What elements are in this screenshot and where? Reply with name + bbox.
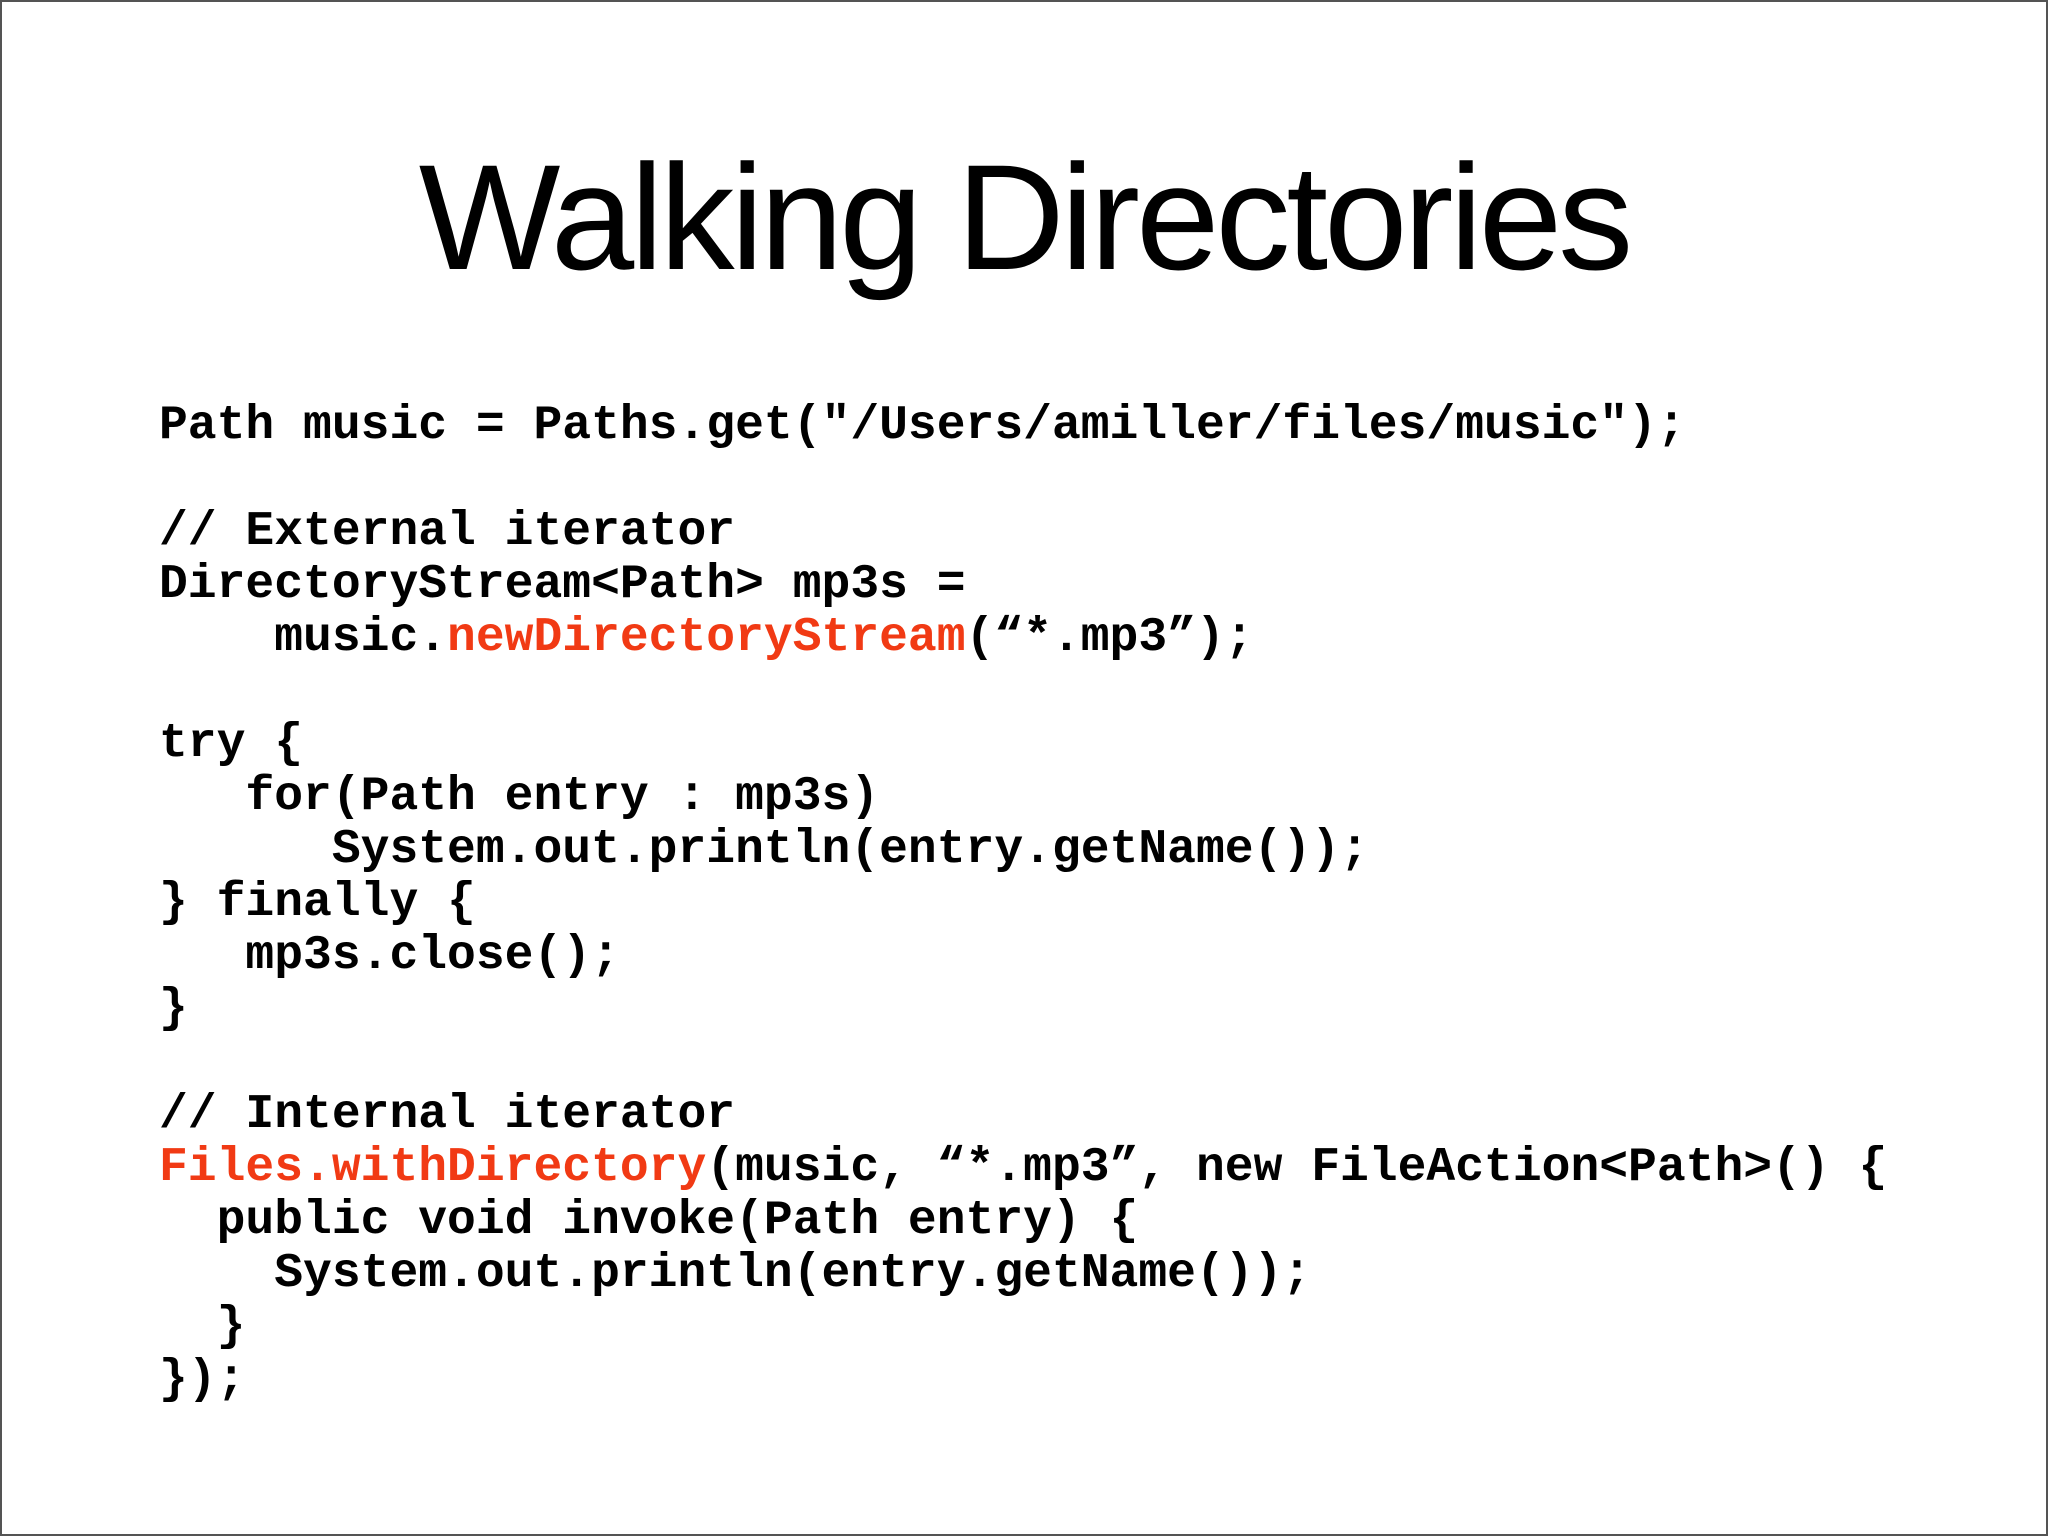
slide-title: Walking Directories: [418, 133, 1633, 301]
code-line: System.out.println(entry.getName());: [159, 824, 1887, 877]
code-line: Files.withDirectory(music, “*.mp3”, new …: [159, 1142, 1887, 1195]
code-line: [159, 1036, 1887, 1089]
code-text: DirectoryStream<Path> mp3s =: [159, 558, 966, 612]
code-text: (music, “*.mp3”, new FileAction<Path>() …: [706, 1141, 1888, 1195]
code-line: for(Path entry : mp3s): [159, 771, 1887, 824]
code-line: });: [159, 1354, 1887, 1407]
code-line: [159, 665, 1887, 718]
code-text: for(Path entry : mp3s): [159, 770, 880, 824]
code-highlight-red: Files.withDirectory: [159, 1141, 707, 1195]
code-line: // External iterator: [159, 506, 1887, 559]
code-text: }: [159, 982, 188, 1036]
code-text: System.out.println(entry.getName());: [159, 1247, 1312, 1301]
code-text: System.out.println(entry.getName());: [159, 823, 1369, 877]
code-line: System.out.println(entry.getName());: [159, 1248, 1887, 1301]
code-line: DirectoryStream<Path> mp3s =: [159, 559, 1887, 612]
code-text: }: [159, 1300, 246, 1354]
code-text: try {: [159, 717, 304, 771]
code-line: }: [159, 1301, 1887, 1354]
code-text: });: [159, 1353, 246, 1407]
code-highlight-red: newDirectoryStream: [447, 611, 966, 665]
code-line: }: [159, 983, 1887, 1036]
code-text: (“*.mp3”);: [965, 611, 1254, 665]
code-line: // Internal iterator: [159, 1089, 1887, 1142]
code-line: Path music = Paths.get("/Users/amiller/f…: [159, 400, 1887, 453]
code-text: Path music = Paths.get("/Users/amiller/f…: [159, 399, 1686, 453]
code-text: } finally {: [159, 876, 476, 930]
code-line: [159, 453, 1887, 506]
code-text: // Internal iterator: [159, 1088, 736, 1142]
code-block: Path music = Paths.get("/Users/amiller/f…: [159, 400, 1887, 1407]
code-line: mp3s.close();: [159, 930, 1887, 983]
code-line: try {: [159, 718, 1887, 771]
code-line: music.newDirectoryStream(“*.mp3”);: [159, 612, 1887, 665]
code-line: public void invoke(Path entry) {: [159, 1195, 1887, 1248]
code-text: // External iterator: [159, 505, 736, 559]
code-text: public void invoke(Path entry) {: [159, 1194, 1139, 1248]
code-text: music.: [159, 611, 448, 665]
code-line: } finally {: [159, 877, 1887, 930]
code-text: mp3s.close();: [159, 929, 620, 983]
